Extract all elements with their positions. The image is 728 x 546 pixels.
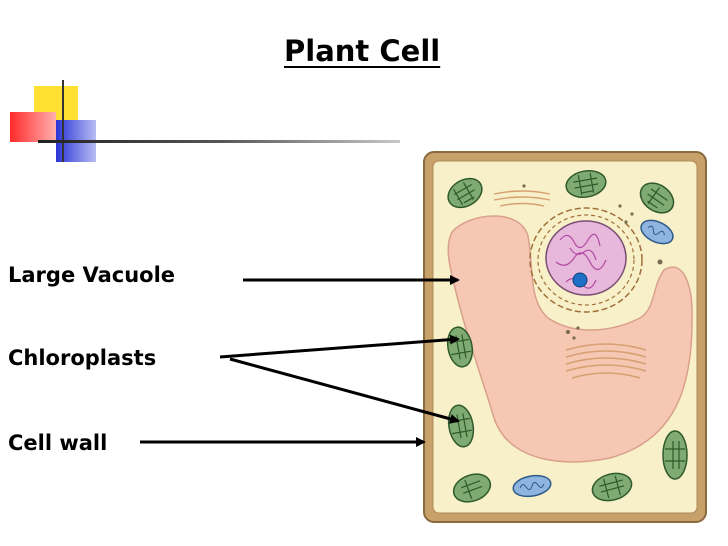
label-large-vacuole: Large Vacuole xyxy=(8,263,176,287)
label-chloroplasts: Chloroplasts xyxy=(8,346,157,370)
arrow-chloroplast-lower xyxy=(229,357,460,424)
golgi-apparatus xyxy=(565,343,647,379)
deco-red-square xyxy=(10,112,56,142)
mitochondrion xyxy=(512,474,552,498)
nucleus xyxy=(529,207,643,313)
nucleolus xyxy=(572,272,588,288)
deco-horizontal-line xyxy=(38,140,400,143)
chloroplast xyxy=(447,177,483,209)
large-vacuole xyxy=(447,215,693,463)
chloroplast xyxy=(565,169,607,199)
arrow-chloroplast-upper xyxy=(219,334,460,359)
deco-vertical-line xyxy=(62,80,64,162)
chloroplast xyxy=(591,472,633,502)
chloroplast xyxy=(662,430,688,480)
endoplasmic-reticulum xyxy=(493,190,551,207)
label-cell-wall: Cell wall xyxy=(8,431,108,455)
page-title: Plant Cell xyxy=(284,34,441,68)
chloroplast xyxy=(639,182,675,214)
mitochondrion xyxy=(640,219,674,245)
chloroplast xyxy=(452,473,492,503)
vesicles xyxy=(522,184,663,340)
